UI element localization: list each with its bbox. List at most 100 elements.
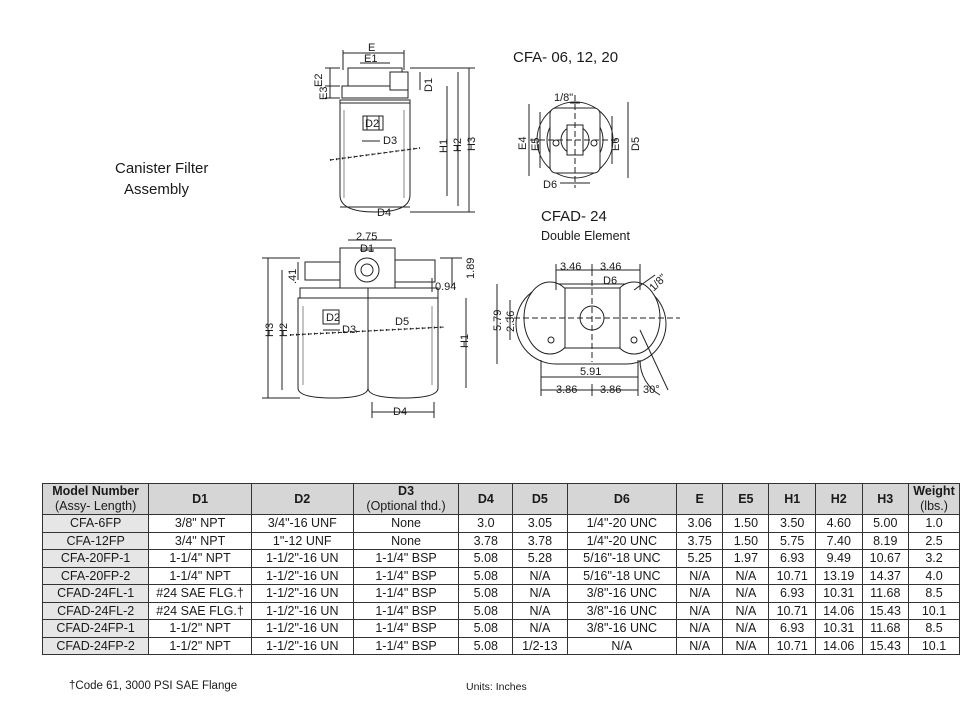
label-3-86-b: 3.86: [600, 384, 621, 396]
table-cell: 5.00: [861, 514, 910, 533]
label-3-46-a: 3.46: [560, 261, 581, 273]
table-cell: 14.06: [814, 601, 863, 620]
technical-drawing: E E1 E2 E3 D1 D2 D3 H1 H2 H3 D4 1/8" E4 …: [262, 42, 680, 418]
table-cell: 3.2: [908, 549, 960, 568]
assembly-title-line2: Assembly: [124, 181, 190, 198]
column-header: E5: [722, 483, 770, 515]
label-h3-b: H3: [264, 323, 276, 337]
model-cell: CFAD-24FL-1: [41, 584, 150, 603]
table-cell: N/A: [722, 636, 770, 655]
column-header: H3: [861, 483, 910, 515]
table-cell: 1-1/2"-16 UN: [250, 566, 354, 585]
table-cell: N/A: [676, 636, 724, 655]
table-cell: 3.05: [512, 514, 568, 533]
table-cell: 1-1/4" BSP: [352, 566, 460, 585]
column-header: H1: [768, 483, 816, 515]
column-header-label: D3: [398, 484, 415, 498]
table-cell: N/A: [512, 619, 568, 638]
table-cell: 3.78: [458, 531, 514, 550]
table-cell: N/A: [722, 619, 770, 638]
footnote-units: Units: Inches: [466, 681, 527, 693]
column-header: D1: [148, 483, 252, 515]
label-0-41: .41: [287, 269, 299, 284]
table-cell: 4.0: [908, 566, 960, 585]
column-header-label: H3: [877, 491, 894, 506]
table-cell: 11.68: [861, 619, 910, 638]
table-cell: 1"-12 UNF: [250, 531, 354, 550]
model-cell: CFAD-24FP-1: [41, 619, 150, 638]
model-cell: CFA-12FP: [41, 531, 150, 550]
label-5-91: 5.91: [580, 366, 601, 378]
column-header: D4: [458, 483, 514, 515]
model-cell: CFA-20FP-1: [41, 549, 150, 568]
assembly-title-line1: Canister Filter: [115, 160, 209, 177]
label-0-94: 0.94: [435, 281, 456, 293]
label-3-46-b: 3.46: [600, 261, 621, 273]
label-d5: D5: [630, 137, 642, 151]
table-cell: 1-1/2"-16 UN: [250, 619, 354, 638]
cfa-side-view: [325, 50, 475, 213]
label-e3: E3: [318, 87, 330, 100]
cfad-side-view: [262, 239, 467, 418]
table-cell: 3/4" NPT: [148, 531, 252, 550]
table-cell: 10.71: [768, 636, 816, 655]
model-cell: CFA-6FP: [41, 514, 150, 533]
table-cell: 3/8" NPT: [148, 514, 252, 533]
table-cell: 1-1/4" BSP: [352, 636, 460, 655]
table-cell: 10.71: [768, 566, 816, 585]
table-cell: 15.43: [861, 636, 910, 655]
column-header-sublabel: (lbs.): [920, 499, 948, 513]
column-header-label: D6: [613, 491, 630, 506]
table-cell: #24 SAE FLG.†: [148, 601, 252, 620]
label-2-75: 2.75: [356, 231, 377, 243]
column-header-label: D1: [192, 491, 209, 506]
table-cell: 1-1/4" NPT: [148, 549, 252, 568]
table-cell: 3.75: [676, 531, 724, 550]
table-cell: 5/16"-18 UNC: [566, 566, 678, 585]
table-cell: 10.31: [814, 619, 863, 638]
table-cell: 1-1/2"-16 UN: [250, 601, 354, 620]
table-cell: 1-1/2" NPT: [148, 636, 252, 655]
table-cell: 6.93: [768, 619, 816, 638]
cfad-title: CFAD- 24: [541, 208, 607, 225]
table-cell: 13.19: [814, 566, 863, 585]
column-header: H2: [814, 483, 863, 515]
table-cell: N/A: [512, 584, 568, 603]
table-cell: 1-1/4" BSP: [352, 619, 460, 638]
table-cell: 1-1/2"-16 UN: [250, 636, 354, 655]
model-cell: CFAD-24FP-2: [41, 636, 150, 655]
table-cell: None: [352, 514, 460, 533]
table-cell: 1-1/4" BSP: [352, 549, 460, 568]
table-cell: 1/4"-20 UNC: [566, 514, 678, 533]
table-cell: 2.5: [908, 531, 960, 550]
table-cell: 1-1/2"-16 UN: [250, 549, 354, 568]
label-5-79: 5.79: [492, 310, 504, 331]
label-d4-b: D4: [393, 406, 407, 418]
label-d5-b: D5: [395, 316, 409, 328]
label-d2: D2: [365, 118, 379, 130]
label-e6: E6: [610, 138, 622, 151]
table-cell: 5/16"-18 UNC: [566, 549, 678, 568]
label-e5: E5: [530, 138, 542, 151]
label-h1: H1: [438, 139, 450, 153]
table-cell: #24 SAE FLG.†: [148, 584, 252, 603]
table-cell: 3.0: [458, 514, 514, 533]
table-cell: 5.08: [458, 549, 514, 568]
table-cell: 1.50: [722, 531, 770, 550]
column-header-label: H1: [784, 491, 801, 506]
table-cell: 1-1/4" NPT: [148, 566, 252, 585]
label-e2: E2: [313, 74, 325, 87]
column-header-sublabel: (Assy- Length): [55, 499, 137, 513]
table-cell: N/A: [722, 584, 770, 603]
column-header: D2: [250, 483, 354, 515]
table-cell: 11.68: [861, 584, 910, 603]
table-cell: 7.40: [814, 531, 863, 550]
table-cell: 5.28: [512, 549, 568, 568]
column-header-label: D5: [531, 491, 548, 506]
